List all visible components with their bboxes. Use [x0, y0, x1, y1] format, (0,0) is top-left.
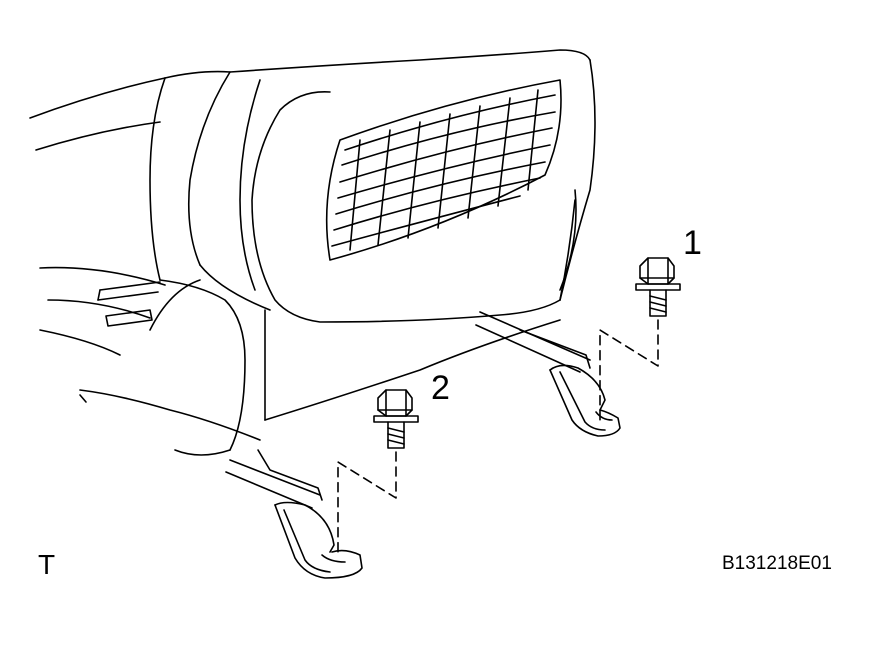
- seatback-mesh: [325, 79, 562, 261]
- install-guide-lines: [337, 319, 659, 557]
- bolt-1: [635, 257, 681, 317]
- seat-side-shield: [159, 199, 576, 456]
- corner-mark: T: [38, 549, 56, 580]
- seatback: [149, 49, 596, 323]
- callout-label-2: 2: [431, 369, 450, 407]
- left-seat-rail: [225, 449, 363, 579]
- bolt-2: [373, 389, 419, 449]
- callout-label-1: 1: [683, 224, 702, 262]
- right-seat-rail: [475, 311, 621, 437]
- figure-code: B131218E01: [722, 553, 832, 574]
- seat-cushion: [29, 77, 261, 441]
